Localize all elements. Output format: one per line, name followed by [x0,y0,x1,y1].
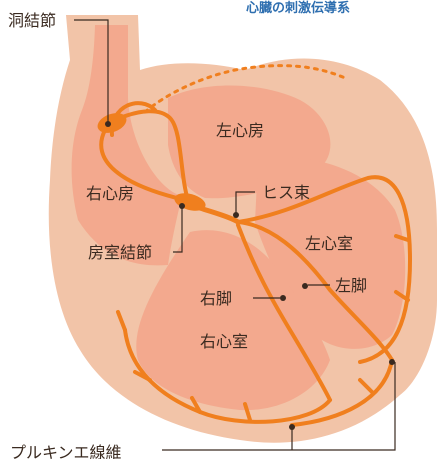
his-bundle-label: ヒス束 [262,183,310,202]
left-ventricle-label: 左心室 [305,234,353,253]
purkinje-dot-right [389,359,395,365]
left-bundle-dot [302,283,308,289]
purkinje-dot-center [289,424,295,430]
av-node-label: 房室結節 [88,243,152,262]
purkinje-label: プルキンエ線維 [10,443,122,459]
right-bundle-label: 右脚 [200,289,232,308]
sa-node-label: 洞結節 [8,11,56,30]
right-bundle-dot [280,295,286,301]
left-atrium-label: 左心房 [216,121,264,140]
his-bundle-dot [233,212,239,218]
right-atrium-label: 右心房 [86,184,134,203]
left-bundle-label: 左脚 [335,276,367,295]
sa-node-dot [105,121,111,127]
av-node-dot [179,203,185,209]
right-ventricle-label: 右心室 [200,332,248,351]
diagram-title: 心臓の刺激伝導系 [246,0,350,16]
